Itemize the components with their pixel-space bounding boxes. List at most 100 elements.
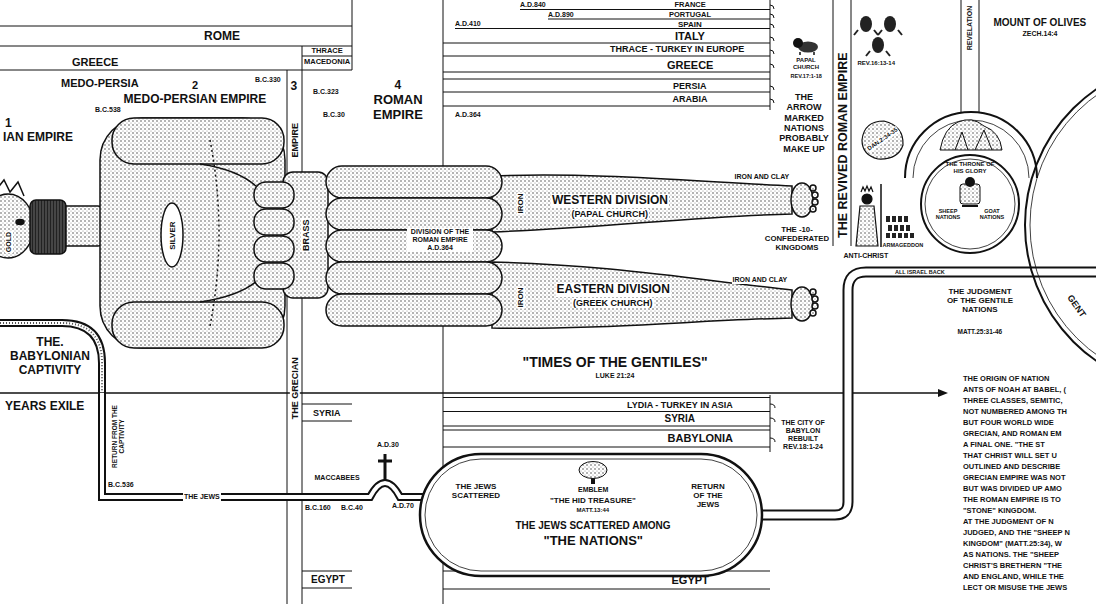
statue-figure [326,262,502,294]
region-outline [425,459,757,571]
note-text: GRECIAN, AND ROMAN EM [963,430,1061,439]
chart-label: REVELATION [966,6,974,51]
nation-arrow [770,5,774,103]
chart-label: MACCABEES [315,474,360,482]
chart-label: MACEDONIA [304,58,350,67]
chart-region: THE. BABYLONIAN CAPTIVITY [0,316,112,393]
statue-figure [16,220,24,225]
papal-lion-icon [793,38,818,55]
note-text: THAT CHRIST WILL SET U [963,452,1057,461]
stone-kingdom-arch [913,120,1029,178]
chart-label: MOUNT OF OLIVES [994,17,1087,29]
region-text: RETURN OF THE JEWS [685,482,731,510]
mount-of-olives-rock [955,130,992,150]
chart-label: THRACE - TURKEY IN EUROPE [610,44,744,54]
chart-label: IRON AND CLAY [732,276,789,284]
frog-icon [860,16,872,32]
chart-label: A.D.30 [377,441,399,449]
region-text: THE THRONE OF HIS GLORY [941,161,999,175]
region-outline [962,205,978,207]
region-text: THE JEWS SCATTERED AMONG [516,520,671,532]
region-text: SHEEP NATIONS [932,208,964,221]
chart-label: BABYLONIA [668,432,733,445]
armageddon-army [886,216,890,222]
chart-label: GOLD [5,231,13,253]
note-text: AND ENGLAND, WHILE THE [963,573,1064,582]
nation-arrow [770,404,775,442]
chart-label: THE JUDGMENT OF THE GENTILE NATIONS [944,287,1016,315]
armageddon-army [888,225,892,231]
armageddon-army [894,225,898,231]
papal-lion-icon [793,38,803,48]
armageddon-army [898,233,902,238]
statue-figure [161,203,183,267]
chart-label: LUKE 21:24 [596,372,635,380]
chart-label: A.D.840 [520,1,546,9]
statue-figure [492,175,792,232]
chart-label: A.D.70 [392,502,414,510]
stone-cut-without-hands [862,121,903,159]
chart-region: THE THRONE OF HIS GLORYSHEEP NATIONSGOAT… [920,148,1020,260]
armageddon-army [906,225,910,231]
edge-label: THE JEWS [183,493,221,501]
chart-label: WESTERN DIVISION [551,194,669,208]
region-outline [965,177,975,187]
note-text: LECT OR MISUSE THE JEWS [963,584,1067,593]
chart-label: GREECE [667,59,713,72]
grid-line [443,10,770,107]
region-text: EMBLEM [578,486,608,494]
note-text: AS NATIONS. THE "SHEEP [963,551,1059,560]
chart-label: REV.17:1-18 [791,73,822,79]
note-text: A FINAL ONE. "THE ST [963,441,1045,450]
statue-figure [492,262,792,328]
statue-figure [30,200,66,254]
chart-label: MEDO-PERSIA [61,77,139,90]
statue-figure [810,310,816,316]
region-outline [418,452,764,578]
stone-kingdom-arch [905,112,1037,178]
chart-label: SYRIA [313,408,341,418]
region-text: MATT.13:44 [577,507,610,514]
chart-label: THE REVIVED ROMAN EMPIRE [835,52,849,237]
armageddon-army [886,233,890,238]
chart-label: IRON [516,286,525,308]
connector-line [102,393,423,497]
judgment-circle [1030,65,1096,385]
statue-figure [0,180,24,196]
statue-figure [254,182,294,208]
note-text: OUTLINED AND DESCRIBE [963,463,1060,472]
chart-label: (GREEK CHURCH) [572,298,654,308]
chart-label: ITALY [675,30,705,43]
grid-line [302,398,770,448]
chart-label: 4 [395,79,402,93]
chart-label: MEDO-PERSIAN EMPIRE [124,93,267,107]
chart-label: PAPAL CHURCH [789,57,823,71]
region-outline [0,323,102,393]
chart-label: REV.16:13-14 [858,60,895,67]
statue-figure [112,302,284,348]
chart-label: ANTI-CHRIST [843,252,890,260]
chart-label: MATT.25:31-46 [958,328,1003,335]
chart-label: 2 [192,79,198,92]
note-text: THREE CLASSES, SEMITIC, [963,397,1063,406]
statue-figure [100,118,285,348]
statue-figure [812,296,818,302]
chart-label: ZECH.14:4 [1023,30,1058,38]
chart-label: A.D.364 [455,111,481,119]
note-text: CHRIST'S BRETHERN "THE [963,562,1062,571]
chart-label: THE ARROW MARKED NATIONS PROBABLY MAKE U… [778,92,830,154]
time-arrow [0,389,948,397]
chart-region: THE JEWS SCATTEREDEMBLEM"THE HID TREASUR… [418,452,764,578]
antichrist-figure [861,186,873,192]
chart-label: EASTERN DIVISION [556,283,671,297]
statue-figure [254,209,294,235]
antichrist-figure [856,184,881,247]
chart-label: 1 [5,117,12,131]
chart-label: EGYPT [672,574,709,587]
return-path [762,272,1096,515]
chart-label: THE -10- CONFEDERATED KINGDOMS [763,226,831,253]
mount-of-olives-rock [940,120,1002,150]
stone-kingdom-arch [905,112,1037,178]
mount-of-olives-rock [940,120,1002,150]
chart-label: IRON [516,192,525,214]
